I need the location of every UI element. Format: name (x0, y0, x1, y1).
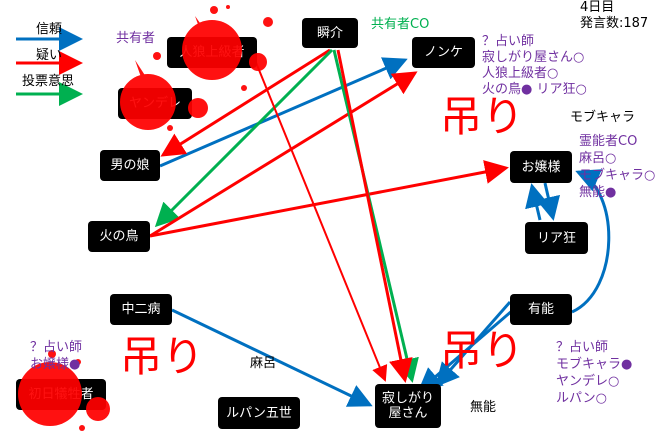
arrow-hinotori-to-ojousama-doubt (149, 160, 509, 238)
hang-label: 吊り (440, 326, 525, 375)
node-label: 火の鳥 (99, 229, 139, 244)
shonichi-note-1: お嬢様● (30, 357, 81, 372)
shunsuke-co-note: 共有者CO (371, 17, 430, 32)
node-riakyo[interactable]: リア狂 (525, 222, 588, 254)
node-hinotori[interactable]: 火の鳥 (88, 221, 150, 252)
node-ojousama[interactable]: お嬢様 (510, 151, 572, 183)
node-chuunibyou[interactable]: 中二病 (110, 294, 172, 325)
ojou-note-2: モブキャラ○ (579, 168, 656, 183)
arrow-hinotori-to-nonke-doubt (149, 71, 418, 238)
node-jinro[interactable]: 人狼上級者 (167, 37, 257, 68)
arrow-chuunibyou-to-sabishigari-trust (171, 308, 373, 407)
hang-label: 吊り (440, 92, 525, 141)
ojou-note-0: 霊能者CO (579, 134, 638, 149)
arrow-jinro-to-sabishigari-doubt (254, 59, 388, 382)
node-yandere[interactable]: ヤンデレ (118, 88, 192, 119)
legend-trust-label: 信頼 (36, 22, 63, 37)
post-count: 発言数:187 (580, 16, 649, 31)
yuunou-note-2: ヤンデレ○ (556, 374, 620, 389)
node-label: 有能 (527, 302, 554, 317)
node-nonke[interactable]: ノンケ (412, 37, 475, 68)
arrow-shunsuke-to-otokonoko-doubt (160, 48, 331, 157)
yuunou-note-3: ルパン○ (556, 391, 607, 406)
node-label: 人狼上級者 (179, 45, 245, 60)
node-shunsuke[interactable]: 瞬介 (302, 18, 358, 48)
node-yuunou[interactable]: 有能 (510, 294, 572, 325)
arrow-yuunou-to-ojousama-trust (571, 169, 611, 314)
yuunou-note-0: ？占い師 (556, 340, 609, 355)
node-label: リア狂 (536, 230, 576, 246)
shonichi-note-0: ？占い師 (30, 340, 83, 355)
day-label: 4日目 (580, 0, 615, 15)
legend-doubt-label: 疑い (36, 48, 63, 63)
nonke-note-2: 人狼上級者○ (482, 66, 559, 81)
nonke-note-1: 寂しがり屋さん○ (482, 50, 585, 65)
arrow-shunsuke-to-hinotori-vote (154, 48, 334, 228)
arrow-shunsuke-to-sabishigari-doubt (336, 49, 413, 383)
legend-vote-label: 投票意思 (22, 74, 75, 89)
kyouyuusha-note: 共有者 (116, 31, 156, 46)
node-label: 男の娘 (110, 158, 150, 173)
arrow-riakyo-to-ojousama-trust (525, 183, 549, 221)
nonke-note-3: 火の鳥● リア狂○ (482, 82, 587, 97)
node-label: ヤンデレ (128, 96, 181, 111)
arrow-ojousama-to-riakyo-trust (536, 182, 561, 221)
node-otokonoko[interactable]: 男の娘 (100, 150, 160, 181)
nonke-extra-note: モブキャラ (570, 110, 636, 125)
yuunou-extra-note: 無能 (470, 400, 497, 415)
shonichi-extra-note: 麻呂 (250, 356, 277, 371)
ojou-note-3: 無能● (579, 185, 617, 200)
node-lupin[interactable]: ルパン五世 (218, 397, 300, 429)
ojou-note-1: 麻呂○ (579, 151, 617, 166)
arrow-otokonoko-to-nonke-trust (159, 57, 408, 168)
yuunou-note-1: モブキャラ● (556, 357, 633, 372)
node-label: 初日犠牲者 (28, 387, 94, 402)
nonke-note-0: ？占い師 (482, 34, 535, 49)
node-shonichi[interactable]: 初日犠牲者 (16, 379, 106, 410)
node-sabishigari[interactable]: 寂しがり屋さん (375, 384, 441, 428)
node-label: ノンケ (423, 45, 463, 60)
node-label: お嬢様 (521, 159, 561, 175)
node-label: 瞬介 (316, 25, 343, 41)
arrow-yuunou-to-sabishigari-trust-2 (417, 308, 514, 392)
hang-label: 吊り (120, 332, 205, 381)
node-label: 中二病 (121, 302, 161, 317)
node-label: 寂しがり屋さん (381, 391, 434, 421)
node-label: ルパン五世 (226, 405, 292, 421)
